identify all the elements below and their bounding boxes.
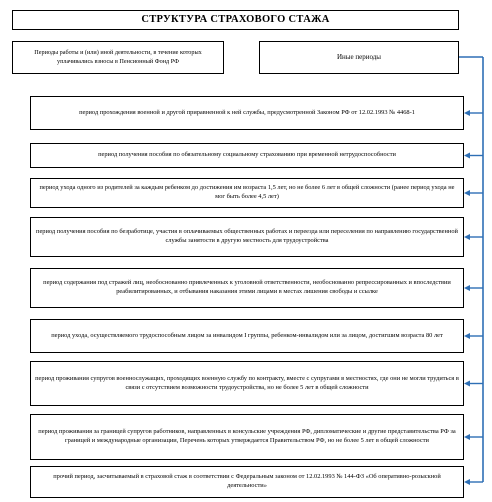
arrow-head [464,434,470,440]
period-box: период прохождения военной и другой прир… [30,96,464,130]
arrow-head [464,333,470,339]
arrow-head [464,190,470,196]
period-box: период ухода, осуществляемого трудоспосо… [30,319,464,353]
arrow-head [464,479,470,485]
other-periods-box: Иные периоды [259,41,459,74]
period-box: период проживания за границей супругов р… [30,414,464,460]
period-box: период содержания под стражей лиц, необо… [30,268,464,308]
arrow-head [464,110,470,116]
arrow-head [464,285,470,291]
period-box: прочий период, засчитываемый в страховой… [30,466,464,498]
arrow-head [464,380,470,387]
diagram-title: СТРУКТУРА СТРАХОВОГО СТАЖА [12,10,459,30]
arrow-head [464,234,470,240]
period-box: период получения пособия по обязательном… [30,143,464,168]
period-box: период получения пособия по безработице,… [30,217,464,257]
contribution-periods-box: Периоды работы и (или) иной деятельности… [12,41,224,74]
period-box: период проживания супругов военнослужащи… [30,361,464,406]
arrow-head [464,152,470,159]
period-box: период ухода одного из родителей за кажд… [30,178,464,208]
